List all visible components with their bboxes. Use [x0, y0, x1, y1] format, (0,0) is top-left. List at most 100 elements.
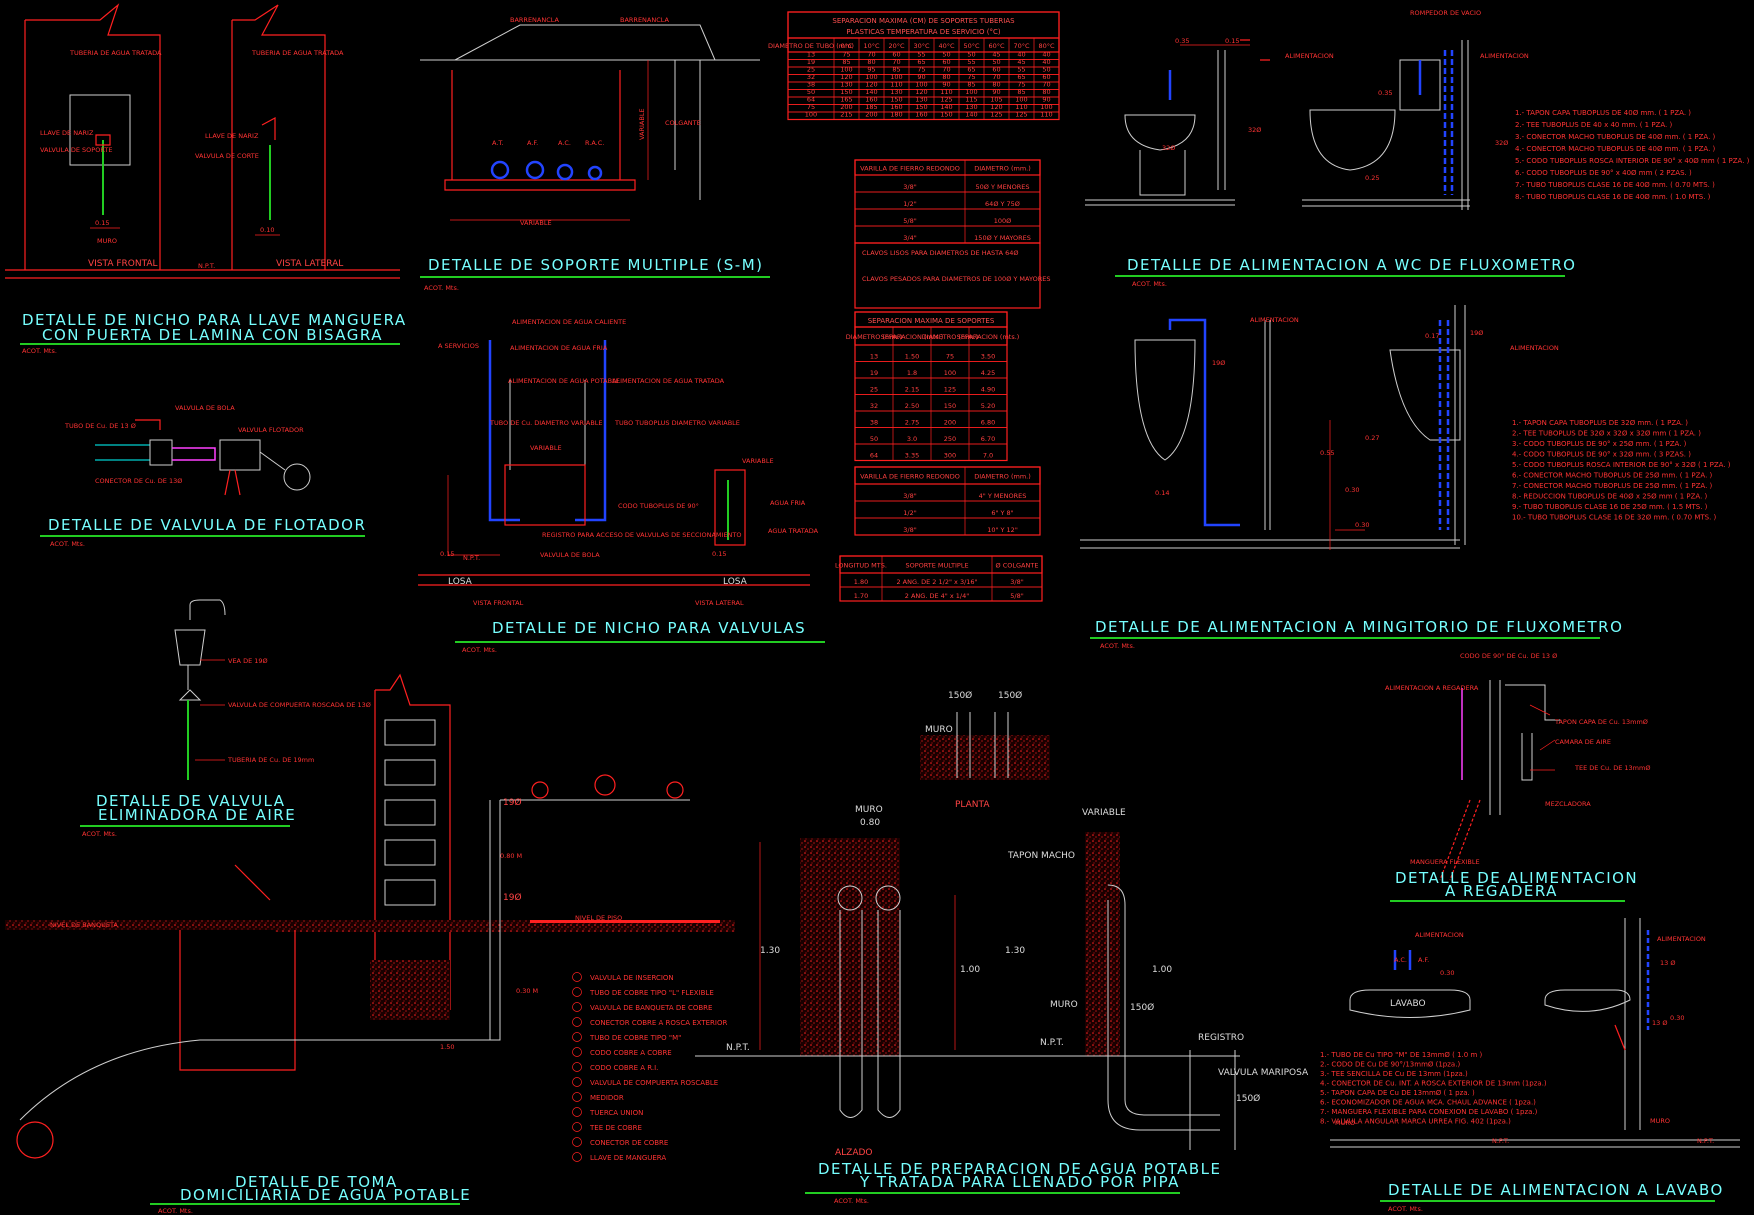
legend-item: LLAVE DE MANGUERA — [590, 1154, 666, 1162]
table-cell: 90 — [1042, 96, 1050, 104]
table-cell: 110 — [890, 81, 902, 89]
detail-title: DETALLE DE NICHO PARA LLAVE MANGUERA — [22, 311, 407, 329]
detail-title: DETALLE DE VALVULA — [96, 792, 286, 810]
table-cell: 140 — [940, 103, 952, 111]
table-cell: 215 — [840, 111, 852, 119]
label: 0.35 — [1378, 89, 1392, 97]
table-cell: 50 — [942, 51, 950, 59]
detail-title: DETALLE DE ALIMENTACION A WC DE FLUXOMET… — [1127, 256, 1576, 274]
table-cell: 140 — [965, 111, 977, 119]
note-item: 7.- TUBO TUBOPLUS CLASE 16 DE 40Ø mm. ( … — [1515, 181, 1715, 189]
label: 32Ø — [1162, 144, 1175, 152]
table-title: SEPARACION MAXIMA (CM) DE SOPORTES TUBER… — [832, 17, 1015, 25]
label: LLAVE DE NARIZ — [205, 132, 259, 140]
table-cell: 6.80 — [981, 419, 995, 427]
table-cell: 3/8" — [1010, 578, 1023, 586]
label: MURO — [97, 237, 117, 245]
table-cell: 13 — [870, 353, 878, 361]
label: ALIMENTACION DE AGUA POTABLE — [508, 377, 620, 385]
table-cell: 19 — [870, 369, 878, 377]
label: CODO TUBOPLUS DE 90° — [618, 502, 699, 510]
label: 0.30 — [1440, 969, 1454, 977]
table-cell: 160 — [915, 111, 927, 119]
table-header: 40°C — [938, 42, 955, 50]
table-cell: 64 — [807, 96, 815, 104]
label: AGUA TRATADA — [768, 527, 819, 535]
pipe-label: R.A.C. — [585, 139, 604, 147]
table-note: CLAVOS PESADOS PARA DIAMETROS DE 100Ø Y … — [862, 275, 1050, 283]
legend-item: VALVULA DE INSERCION — [590, 974, 674, 982]
label: 0.35 — [1175, 37, 1189, 45]
label: VEA DE 19Ø — [228, 657, 268, 665]
label: 13 Ø — [1660, 959, 1675, 967]
table-cell: 80 — [992, 81, 1000, 89]
table-cell: 2.15 — [905, 386, 919, 394]
label: 1.50 — [440, 1043, 454, 1051]
table-cell: 50 — [967, 51, 975, 59]
label: PLANTA — [955, 800, 990, 810]
table-cell: 125 — [1015, 111, 1027, 119]
detail-title: A REGADERA — [1445, 882, 1558, 900]
table-header: SEPARACION (mts.) — [881, 333, 944, 341]
table-cell: 165 — [840, 96, 852, 104]
note-item: 6.- CODO TUBOPLUS DE 90° x 40Ø mm ( 2 PZ… — [1515, 169, 1692, 177]
legend-item: MEDIDOR — [590, 1094, 624, 1102]
detail-title: DETALLE DE ALIMENTACION A LAVABO — [1388, 1181, 1724, 1199]
table-cell: 90 — [942, 81, 950, 89]
label: VALVULA DE BOLA — [540, 551, 600, 559]
table-cell: 1.80 — [854, 578, 868, 586]
label: TEE DE Cu. DE 13mmØ — [1574, 764, 1650, 772]
note-item: 4.- CODO TUBOPLUS DE 90° x 32Ø mm. ( 3 P… — [1512, 451, 1691, 459]
note-item: 3.- TEE SENCILLA DE Cu DE 13mm (1pza.) — [1320, 1070, 1468, 1078]
detail-mingitorio: ALIMENTACION ALIMENTACION 19Ø 0.14 0.17 … — [1080, 305, 1731, 650]
table-cell: 120 — [990, 103, 1002, 111]
label: VARIABLE — [530, 444, 562, 452]
table-header: VARILLA DE FIERRO REDONDO — [860, 165, 960, 173]
note-item: 4.- CONECTOR DE Cu. INT. A ROSCA EXTERIO… — [1320, 1080, 1547, 1088]
label: 32Ø — [1495, 139, 1508, 147]
table-cell: 3/8" — [903, 183, 916, 191]
label: 0.30 — [1345, 486, 1359, 494]
note-item: 1.- TUBO DE Cu TIPO "M" DE 13mmØ ( 1.0 m… — [1320, 1051, 1483, 1059]
table-cell: 150 — [840, 88, 852, 96]
detail-title: ELIMINADORA DE AIRE — [98, 806, 296, 824]
view-frontal: VISTA FRONTAL — [88, 259, 158, 269]
legend-item: VALVULA DE BANQUETA DE COBRE — [590, 1004, 712, 1012]
table-cell: 6.70 — [981, 435, 995, 443]
table-title: SEPARACION MAXIMA DE SOPORTES — [868, 317, 995, 325]
legend-marker — [572, 1092, 582, 1102]
table-cell: 80 — [867, 58, 875, 66]
note-item: 10.- TUBO TUBOPLUS CLASE 16 DE 32Ø mm. (… — [1512, 514, 1717, 522]
table-cell: 1/2" — [903, 200, 916, 208]
note-item: 3.- CODO TUBOPLUS DE 90° x 25Ø mm. ( 1 P… — [1512, 440, 1687, 448]
table-cell: 85 — [892, 66, 900, 74]
label: ALZADO — [835, 1148, 873, 1158]
acot-label: ACOT. Mts. — [22, 347, 57, 355]
table-cell: 3/4" — [903, 234, 916, 242]
label: ALIMENTACION DE AGUA TRATADA — [612, 377, 725, 385]
legend-item: CONECTOR COBRE A ROSCA EXTERIOR — [590, 1019, 727, 1027]
table-cell: 13 — [807, 51, 815, 59]
label: N.P.T. — [1697, 1137, 1714, 1145]
table-cell: 3.0 — [907, 435, 917, 443]
label: 150Ø — [1236, 1093, 1260, 1104]
label: ALIMENTACION — [1415, 931, 1464, 939]
note-item: 5.- CODO TUBOPLUS ROSCA INTERIOR DE 90° … — [1515, 157, 1750, 165]
legend-marker — [572, 1122, 582, 1132]
table-cell: 50Ø Y MENORES — [976, 183, 1030, 191]
table-cell: 1.70 — [854, 592, 868, 600]
table-cell: 100Ø — [994, 217, 1012, 225]
detail-wc-fluxometro: ROMPEDOR DE VACIO 0.35 0.15 ALIMENTACION… — [1085, 9, 1750, 288]
table-cell: 100 — [865, 73, 877, 81]
detail-regadera: CODO DE 90° DE Cu. DE 13 Ø ALIMENTACION … — [1385, 652, 1650, 902]
table-header: 50°C — [963, 42, 980, 50]
label: 150Ø — [998, 690, 1022, 701]
table-cell: 64Ø Y 75Ø — [985, 200, 1020, 208]
table-cell: 100 — [1040, 103, 1052, 111]
label: 0.10 — [260, 226, 274, 234]
legend-item: TEE DE COBRE — [589, 1124, 642, 1132]
note-item: 2.- TEE TUBOPLUS DE 32Ø x 32Ø x 32Ø mm (… — [1512, 430, 1701, 438]
